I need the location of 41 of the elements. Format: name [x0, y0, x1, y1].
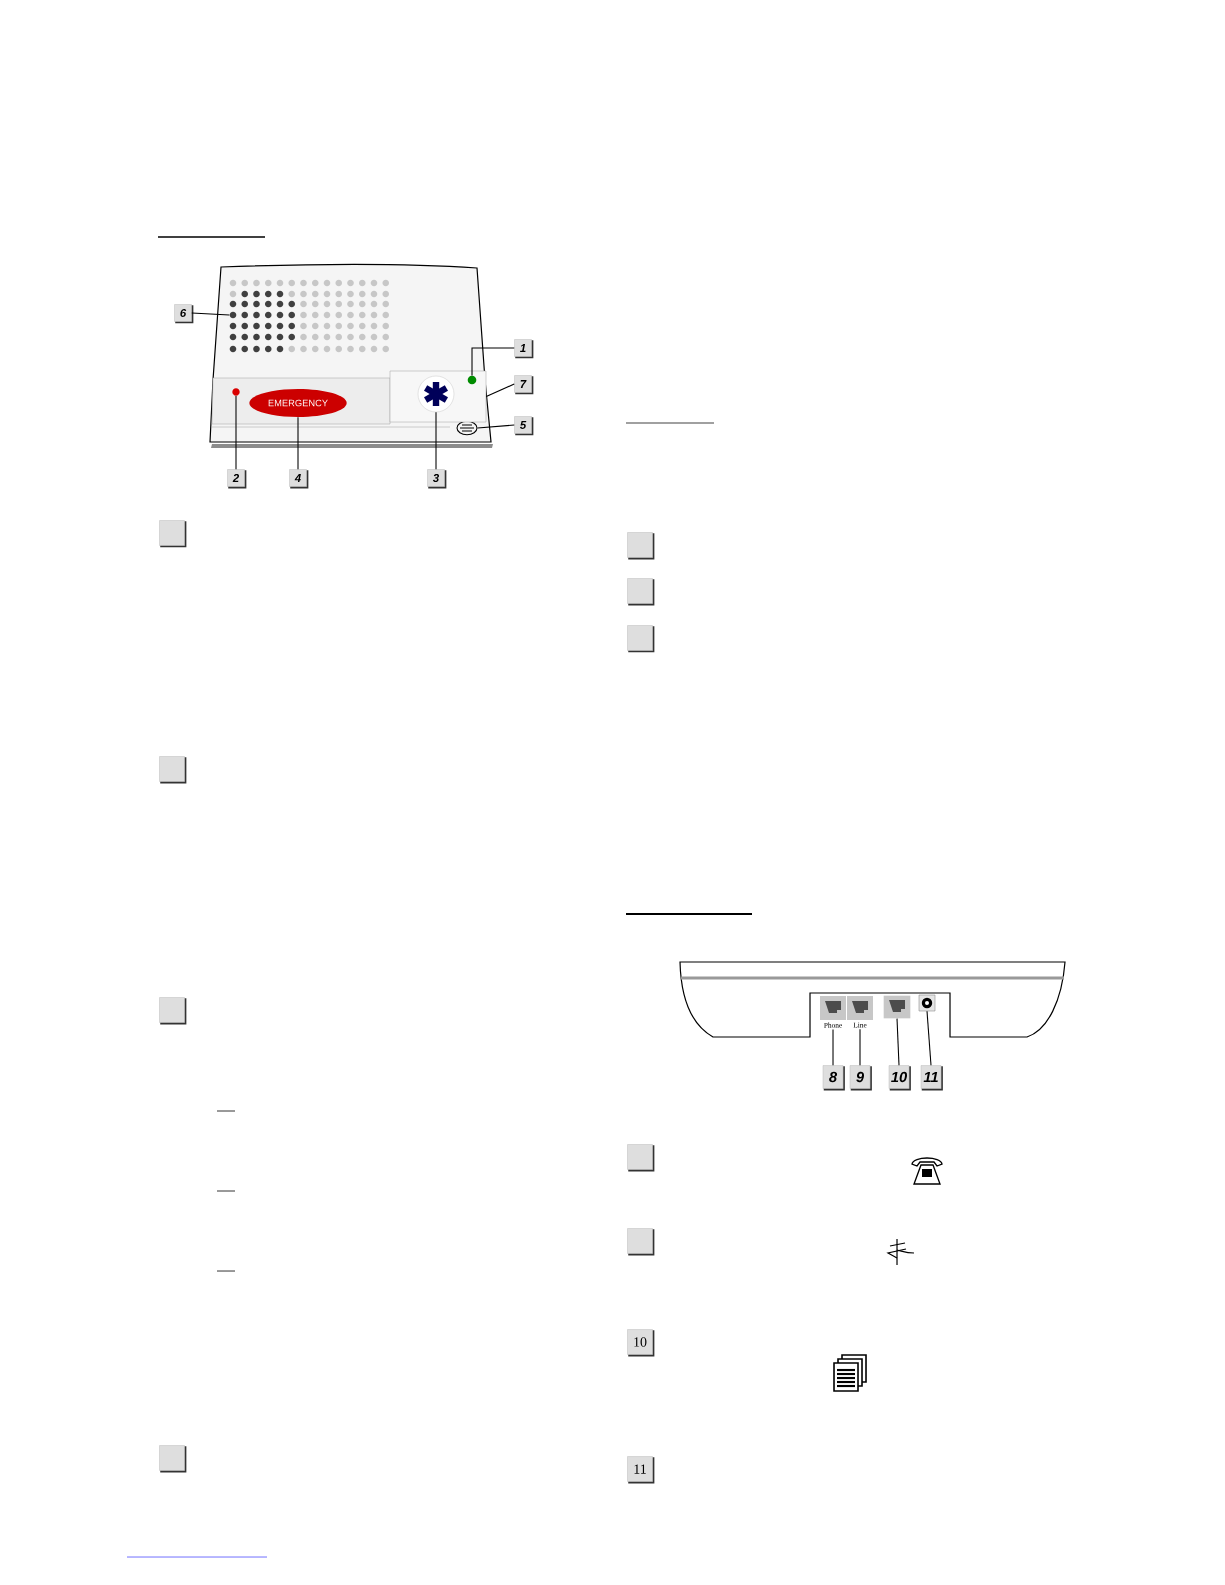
callout-number: 5: [514, 416, 534, 436]
indicator-light: [467, 375, 477, 385]
leader-line: [485, 383, 515, 398]
indicator-light: [232, 388, 240, 396]
callout-box: [159, 997, 187, 1025]
callout-number: 7: [514, 375, 534, 395]
leader-line: [859, 1028, 861, 1066]
callout-number: 4: [289, 469, 309, 489]
help-button: [417, 375, 455, 413]
callout-box: [627, 578, 655, 606]
callout-number: 10: [888, 1065, 911, 1091]
leader-line: [297, 416, 299, 470]
number-box: 11: [627, 1456, 655, 1484]
leader-line: [471, 347, 515, 376]
callout-box: [627, 1228, 655, 1256]
callout-box: [627, 532, 655, 560]
callout-number: 8: [822, 1065, 845, 1091]
leader-line: [477, 424, 515, 429]
leader-line: [235, 395, 237, 470]
power-jack: [918, 994, 936, 1012]
emergency-button: EMERGENCY: [249, 389, 347, 417]
callout-number: 3: [427, 469, 447, 489]
callout-number: 1: [514, 339, 534, 359]
callout-number: 2: [227, 469, 247, 489]
callout-box: [159, 520, 187, 548]
leader-line: [191, 312, 230, 316]
phone-jack: [883, 995, 911, 1019]
callout-number: 6: [174, 304, 194, 324]
callout-number: 11: [920, 1065, 943, 1091]
callout-number: 9: [849, 1065, 872, 1091]
leader-line: [435, 411, 437, 470]
callout-box: [159, 1445, 187, 1473]
leader-line: [926, 1010, 932, 1066]
number-box: 10: [627, 1329, 655, 1357]
callout-box: [627, 1144, 655, 1172]
callout-box: [627, 625, 655, 653]
speaker-hole: [229, 311, 237, 319]
leader-line: [832, 1028, 834, 1066]
microphone-icon: [456, 420, 478, 436]
callout-box: [159, 756, 187, 784]
leader-line: [896, 1018, 900, 1066]
